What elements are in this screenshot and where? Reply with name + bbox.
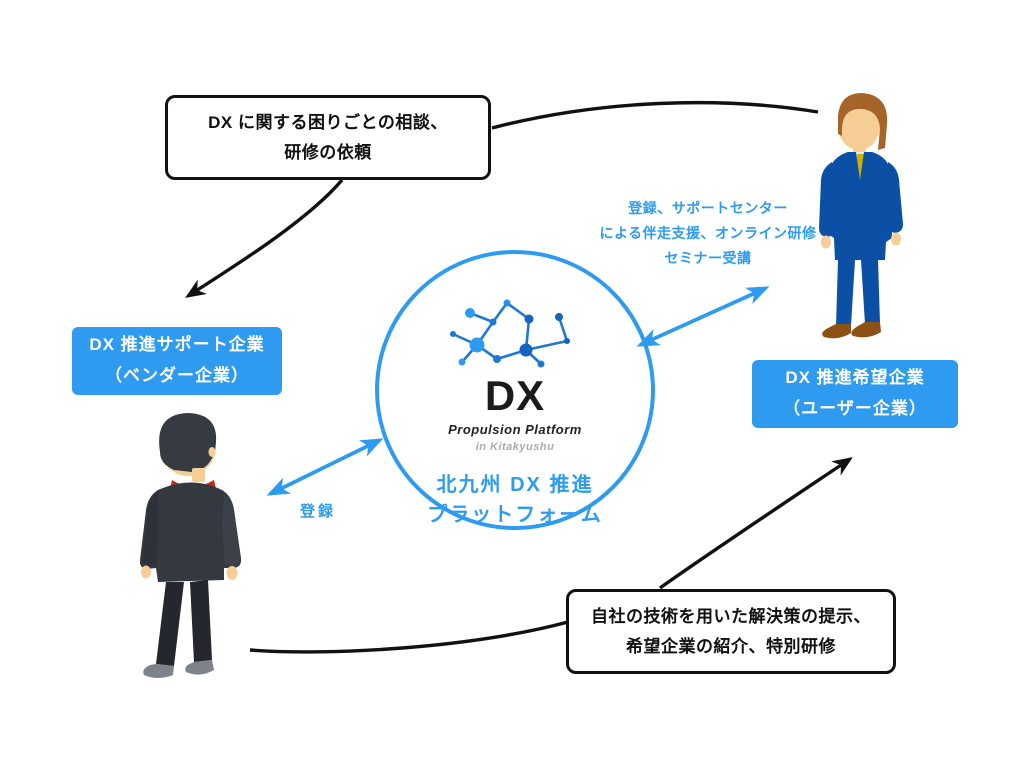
network-icon bbox=[450, 299, 570, 368]
platform-name-line2: プラットフォーム bbox=[427, 504, 603, 526]
vendor-registration-label: 登録 bbox=[300, 503, 337, 520]
dx-logo-text: DX bbox=[484, 372, 546, 419]
request-callout-line1: DX に関する困りごとの相談、 bbox=[208, 112, 448, 132]
user-support-line1: 登録、サポートセンター bbox=[628, 200, 788, 216]
solution-callout-line2: 希望企業の紹介、特別研修 bbox=[626, 636, 836, 656]
arrow-platform-user-back bbox=[636, 286, 767, 347]
user-company-box: DX 推進希望企業 （ユーザー企業） bbox=[752, 360, 958, 428]
vendor-company-line2: （ベンダー企業） bbox=[105, 366, 249, 385]
dx-logo-subtitle: Propulsion Platform bbox=[448, 422, 582, 437]
arrow-solution-to-user bbox=[659, 457, 853, 590]
arrow-platform-vendor-back bbox=[269, 438, 384, 496]
user-support-line3: セミナー受講 bbox=[664, 250, 752, 267]
arrow-user-to-request-curve bbox=[491, 100, 819, 130]
platform-name-line1: 北九州 DX 推進 bbox=[436, 474, 594, 496]
solution-callout-line1: 自社の技術を用いた解決策の提示、 bbox=[591, 606, 871, 626]
arrow-request-to-vendor bbox=[185, 178, 344, 298]
vendor-company-person-illustration bbox=[139, 413, 242, 678]
request-callout: DX に関する困りごとの相談、 研修の依頼 bbox=[165, 95, 491, 180]
user-support-line2: による伴走支援、オンライン研修 bbox=[599, 225, 817, 242]
request-callout-line2: 研修の依頼 bbox=[284, 142, 372, 162]
arrow-vendor-to-solution-curve bbox=[249, 620, 569, 654]
user-support-label: 登録、サポートセンター による伴走支援、オンライン研修 セミナー受講 bbox=[583, 196, 833, 272]
user-company-person-illustration bbox=[819, 93, 903, 339]
platform-circle: DX Propulsion Platform in Kitakyushu 北九州… bbox=[375, 250, 655, 530]
dx-logo-location: in Kitakyushu bbox=[475, 441, 555, 453]
vendor-company-line1: DX 推進サポート企業 bbox=[89, 335, 265, 355]
user-company-line1: DX 推進希望企業 bbox=[785, 368, 925, 388]
vendor-company-box: DX 推進サポート企業 （ベンダー企業） bbox=[72, 327, 282, 395]
solution-callout: 自社の技術を用いた解決策の提示、 希望企業の紹介、特別研修 bbox=[566, 589, 896, 674]
user-company-line2: （ユーザー企業） bbox=[783, 399, 927, 418]
